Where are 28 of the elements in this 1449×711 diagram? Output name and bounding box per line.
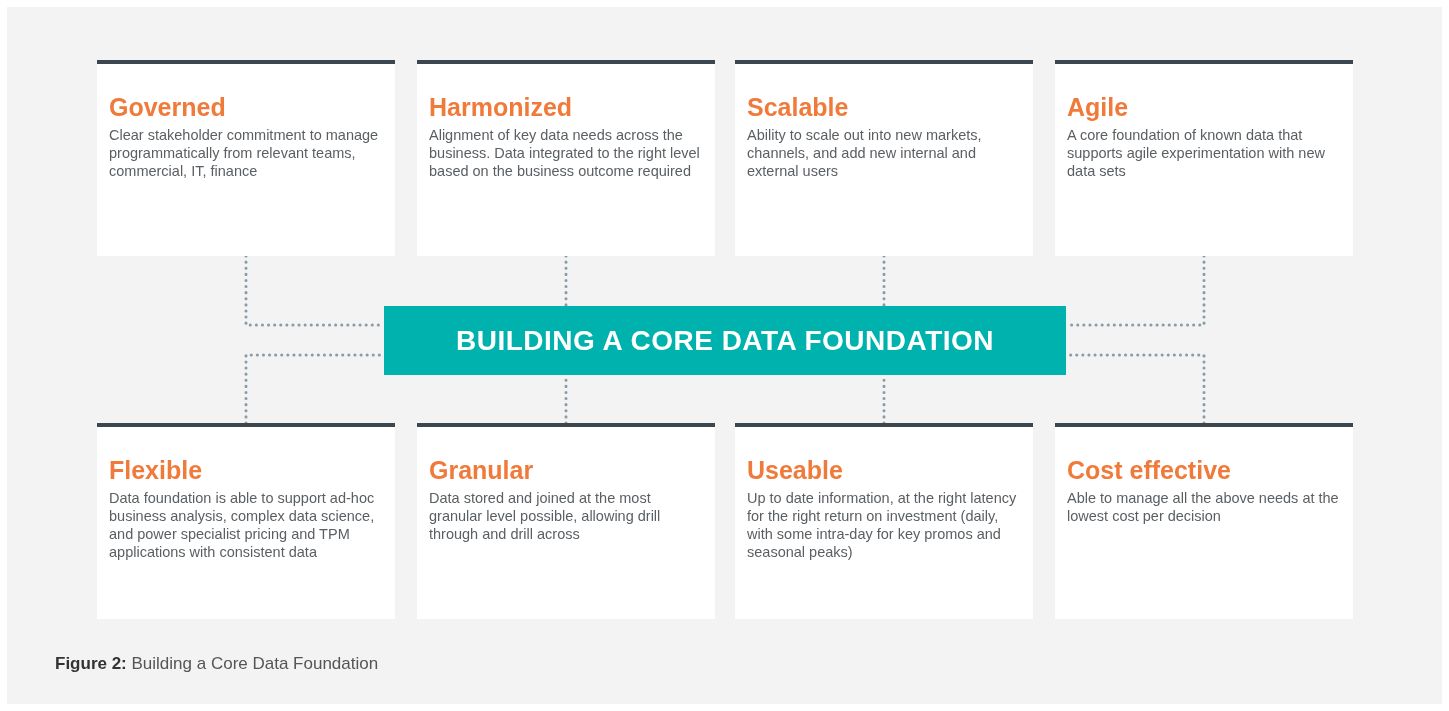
card-heading: Scalable	[747, 92, 850, 122]
card-heading: Governed	[109, 92, 227, 122]
card-heading: Granular	[429, 455, 535, 485]
card	[97, 60, 395, 256]
card-description: A core foundation of known data that supports agile experimentation with new data sets	[1067, 126, 1326, 180]
card	[1055, 60, 1353, 256]
card	[417, 60, 715, 256]
card-description: Data stored and joined at the most granular level possible, allowing drill through and drill across	[429, 489, 662, 543]
card	[735, 423, 1033, 619]
card	[97, 423, 395, 619]
card	[417, 423, 715, 619]
card-description: Up to date information, at the right latency for the right return on investment (daily, with some intra-day for key promos and seasonal peaks)	[747, 489, 1018, 561]
figure-caption: Figure 2: Building a Core Data Foundation	[55, 654, 379, 674]
card-heading: Harmonized	[429, 92, 574, 122]
card-heading: Useable	[747, 455, 844, 485]
card-description: Alignment of key data needs across the business. Data integrated to the right level based on the business outcome required	[429, 126, 701, 180]
title-banner: BUILDING A CORE DATA FOUNDATION	[384, 306, 1066, 375]
card-description: Ability to scale out into new markets, channels, and add new internal and external users	[747, 126, 983, 180]
card-description: Data foundation is able to support ad-hoc business analysis, complex data science, and power specialist pricing and TPM applications with consistent data	[109, 489, 376, 561]
card-heading: Agile	[1067, 92, 1130, 122]
card-description: Clear stakeholder commitment to manage programmatically from relevant teams, commercial, IT, finance	[109, 126, 380, 180]
card-description: Able to manage all the above needs at the lowest cost per decision	[1067, 489, 1340, 525]
card-heading: Flexible	[109, 455, 204, 485]
dotted-connector	[564, 254, 568, 308]
card	[1055, 423, 1353, 619]
card-heading: Cost effective	[1067, 455, 1232, 485]
card	[735, 60, 1033, 256]
dotted-connector	[882, 254, 886, 308]
